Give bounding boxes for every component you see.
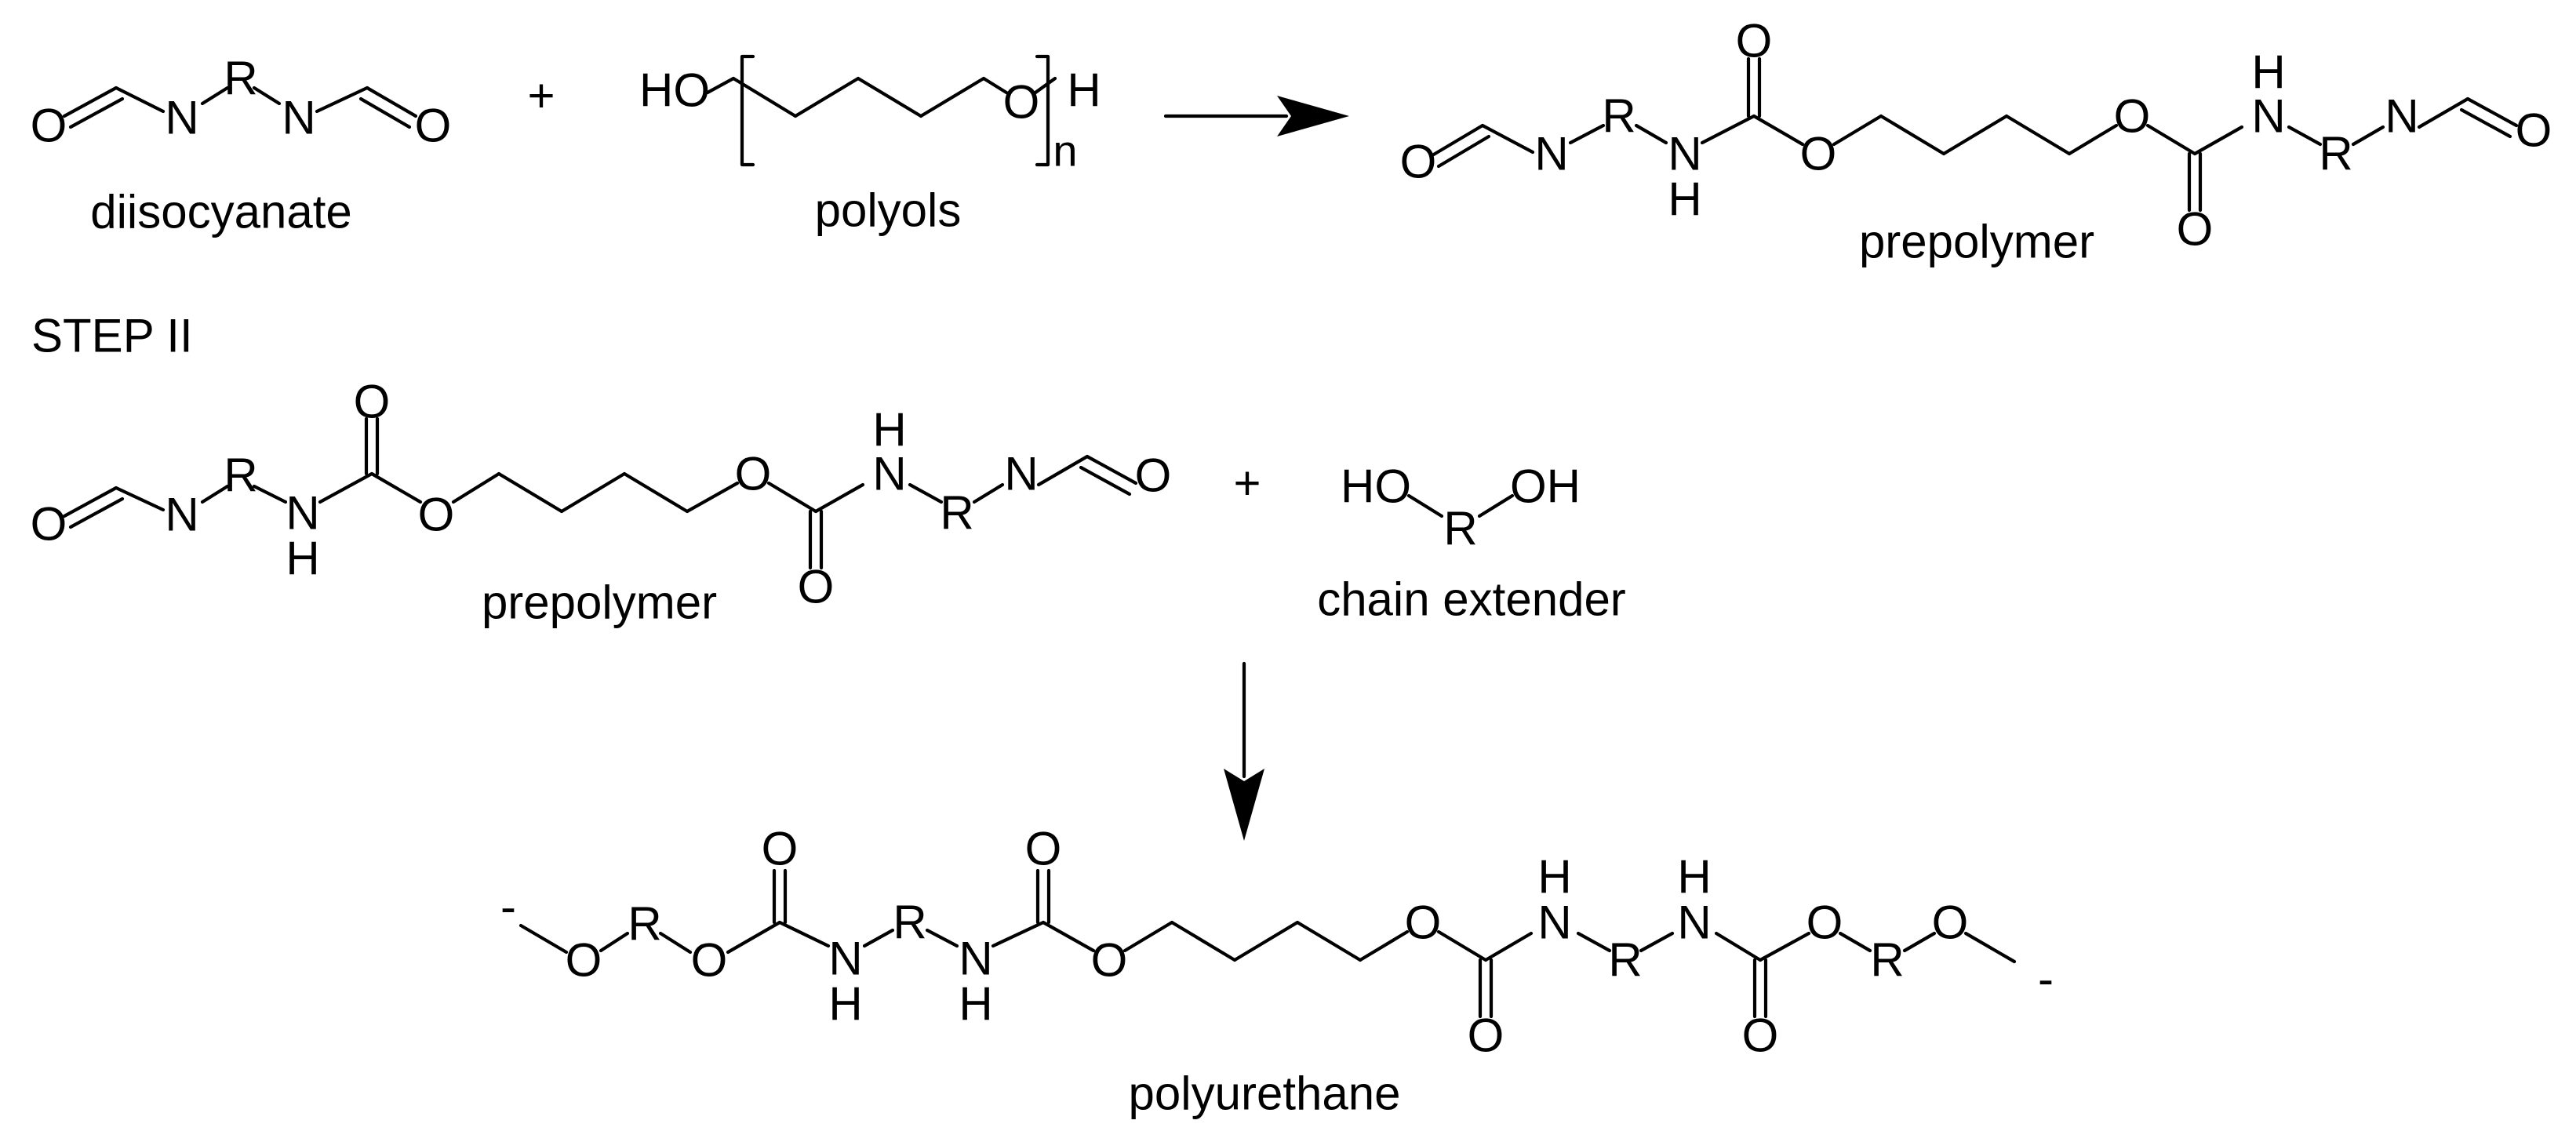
polyurethane-label: polyurethane — [1129, 1067, 1401, 1120]
atom-o: O — [1135, 449, 1172, 502]
atom-o: O — [1742, 1009, 1779, 1062]
chain-extender-label: chain extender — [1317, 573, 1626, 626]
reaction-arrow-1 — [1163, 96, 1349, 136]
atom-o: O — [1400, 136, 1437, 188]
atom-h: H — [2251, 46, 2285, 99]
atom-n: N — [1534, 128, 1568, 180]
prepolymer-label-step2: prepolymer — [482, 576, 717, 629]
atom-h: H — [286, 533, 319, 585]
atom-o: O — [1405, 897, 1442, 949]
atom-r: R — [940, 487, 973, 540]
atom-r: R — [1602, 90, 1635, 143]
prepolymer-label-top: prepolymer — [1859, 216, 2094, 268]
diisocyanate-structure: O N R N O — [31, 53, 452, 152]
atom-n: N — [828, 933, 862, 985]
atom-o: O — [2177, 203, 2214, 256]
end-minus-left: - — [500, 881, 516, 933]
polyol-structure: HO O H n — [639, 54, 1101, 176]
atom-r: R — [1443, 503, 1477, 555]
atom-o: O — [1736, 15, 1773, 67]
atom-o: O — [2114, 90, 2151, 143]
atom-oh: OH — [1510, 460, 1581, 513]
atom-o: O — [1932, 897, 1969, 949]
atom-r: R — [224, 53, 257, 105]
atom-o: O — [566, 934, 602, 987]
atom-n: N — [1677, 897, 1711, 949]
atom-h: H — [828, 978, 862, 1031]
atom-o: O — [798, 561, 835, 613]
atom-n: N — [165, 489, 198, 541]
polyurethane-structure: - O R O O N H R — [500, 823, 2054, 1062]
atom-o: O — [691, 934, 728, 987]
step-ii-label: STEP II — [31, 310, 193, 362]
atom-n: N — [2385, 90, 2418, 143]
atom-h: H — [1067, 64, 1101, 117]
atom-ho: HO — [639, 64, 710, 117]
atom-o: O — [31, 498, 67, 551]
atom-h: H — [1668, 173, 1701, 226]
bracket-left — [740, 54, 755, 167]
atom-n: N — [872, 448, 906, 500]
atom-n: N — [1537, 897, 1571, 949]
atom-h: H — [872, 404, 906, 456]
atom-o: O — [418, 489, 455, 541]
atom-n: N — [959, 933, 992, 985]
atom-h: H — [1677, 851, 1711, 904]
atom-r: R — [224, 449, 257, 502]
atom-o: O — [1003, 76, 1040, 129]
atom-r: R — [1608, 934, 1642, 987]
atom-o: O — [1091, 934, 1128, 987]
atom-r: R — [628, 898, 661, 951]
reaction-arrow-2 — [1224, 661, 1264, 841]
atom-r: R — [1870, 934, 1904, 987]
atom-n: N — [1004, 448, 1038, 500]
atom-o: O — [1025, 823, 1062, 875]
atom-o: O — [735, 448, 772, 500]
atom-n: N — [282, 92, 315, 144]
polyols-label: polyols — [815, 184, 962, 237]
prepolymer-structure-top: O N R N H O O O O N H R N O — [1400, 15, 2552, 256]
atom-o: O — [762, 823, 799, 875]
atom-r: R — [893, 897, 926, 949]
bracket-right — [1035, 54, 1050, 167]
atom-o: O — [354, 376, 391, 428]
prepolymer-structure-step2: O N R N H O O O O N H R N O — [31, 376, 1172, 613]
atom-r: R — [2319, 128, 2352, 180]
diisocyanate-label: diisocyanate — [90, 186, 352, 238]
atom-n: N — [1668, 128, 1701, 180]
atom-o: O — [415, 100, 452, 152]
atom-n: N — [286, 487, 319, 540]
atom-h: H — [959, 978, 992, 1031]
atom-o: O — [1806, 897, 1843, 949]
atom-o: O — [2516, 104, 2552, 157]
atom-h: H — [1537, 851, 1571, 904]
atom-ho: HO — [1341, 460, 1411, 513]
atom-n: N — [2251, 90, 2285, 143]
chain-extender-structure: HO R OH — [1341, 460, 1581, 555]
atom-n: N — [165, 92, 198, 144]
atom-o: O — [1800, 128, 1837, 180]
plus-sign: + — [1233, 457, 1261, 510]
atom-o: O — [31, 100, 67, 152]
repeat-n: n — [1053, 126, 1077, 176]
end-minus-right: - — [2038, 953, 2054, 1006]
plus-sign: + — [527, 70, 555, 122]
atom-o: O — [1468, 1009, 1504, 1062]
